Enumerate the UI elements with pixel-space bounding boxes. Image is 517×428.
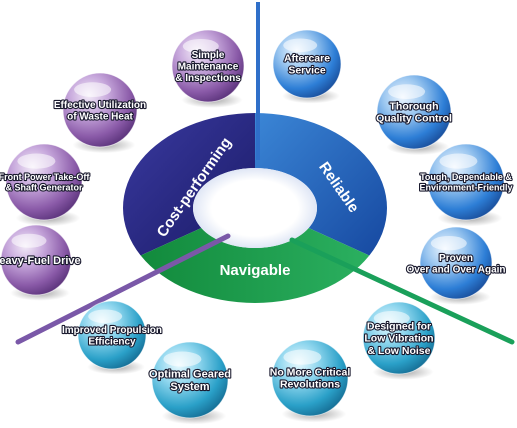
bubble-heavy-fuel: Heavy-Fuel Drive [0,224,82,301]
bubble-highlight [163,351,202,367]
bubble-highlight [430,236,467,251]
ring-segment-cost [122,113,255,256]
bubble-front-power: Front Power Take-Off& Shaft Generator [0,143,92,227]
bubble-highlight [182,39,219,54]
bubble-text-line: Improved Propulsion [62,325,162,336]
bubble-text-line: Environment-Friendly [419,182,512,192]
bubble-text-line: Revolutions [280,379,340,391]
divider-lines [15,2,515,345]
bubble-text-line: Heavy-Fuel Drive [0,255,81,267]
bubble-highlight [388,84,426,100]
bubble-highlight [11,233,47,248]
bubble-text-line: of Waste Heat [67,111,133,122]
bubble-highlight [373,311,410,326]
bubble-text-line: Effective Utilization [54,100,146,111]
bubble-text-line: Thorough [390,101,439,113]
bubble-text-line: Service [288,65,326,77]
bubble-highlight [283,349,322,365]
bubble-text-line: & Shaft Generator [5,182,83,192]
bubble-text-line: & Low Noise [367,345,430,357]
bubble-text-line: System [170,381,209,393]
bubble-text-line: Designed for [367,321,431,333]
bubble-text-line: Aftercare [284,53,330,65]
bubble-text-line: & Inspections [175,73,241,84]
divider-line-right [289,237,515,345]
bubble-text-line: Simple [192,50,225,61]
bubble-text-line: Maintenance [178,62,239,73]
bubble-text-line: Proven [439,253,473,264]
bubble-highlight [88,309,123,324]
ring-label-navigable: Navigable [220,262,291,279]
bubble-text-line: Quality Control [376,113,452,125]
bubble-highlight [283,38,318,53]
bubble-text-line: Tough, Dependable & [420,172,512,182]
bubble-text-line: No More Critical [270,367,351,379]
ring-center [193,168,317,248]
bubble-text-line: Optimal Geared [149,369,231,381]
divider-line-left [15,233,231,345]
bubble-highlight [74,82,112,98]
bubble-text-line: Over and Over Again [406,264,505,275]
bubble-tough: Tough, Dependable &Environment-Friendly [418,143,514,227]
bubble-highlight [17,153,56,169]
bubble-text-line: Low Vibration [364,333,433,345]
bubble-text-line: Efficiency [88,336,136,347]
ring-segment-reliable [255,113,387,256]
bubble-text-line: Front Power Take-Off [0,172,90,182]
bubble-highlight [439,153,478,169]
